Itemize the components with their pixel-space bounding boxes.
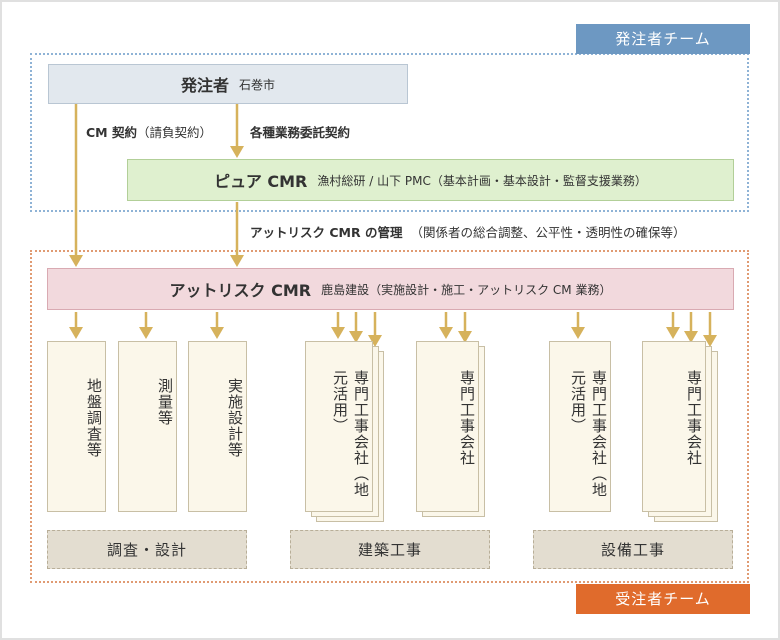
arrowhead-icon	[69, 255, 83, 267]
category-equipment-works: 設備工事	[533, 530, 733, 569]
contractor-team-label: 受注者チーム	[576, 584, 750, 614]
arrowhead-icon	[230, 146, 244, 158]
arrowhead-icon	[368, 335, 382, 347]
arrowhead-icon	[666, 327, 680, 339]
arrowhead-icon	[139, 327, 153, 339]
pure-cmr-detail: 漁村総研 / 山下 PMC（基本計画・基本設計・監督支援業務）	[317, 173, 647, 188]
arrowhead-icon	[439, 327, 453, 339]
category-survey-design: 調査・設計	[47, 530, 247, 569]
management-label: アットリスク CMR の管理 （関係者の総合調整、公平性・透明性の確保等）	[250, 222, 685, 241]
atrisk-cmr-title: アットリスク CMR	[169, 281, 312, 300]
atrisk-cmr-detail: 鹿島建設（実施設計・施工・アットリスク CM 業務）	[321, 282, 612, 297]
commission-contract-label: 各種業務委託契約	[250, 125, 351, 140]
arrowhead-icon	[349, 331, 363, 343]
card-building-contractor: 専門工事会社	[416, 341, 479, 512]
arrowhead-icon	[703, 335, 717, 347]
cm-contract-label: CM 契約（請負契約）	[86, 122, 212, 141]
arrowhead-icon	[458, 331, 472, 343]
card-equipment-local-contractor: 専門工事会社（地元活用）	[549, 341, 611, 512]
contractor-team-region	[30, 250, 749, 583]
card-detailed-design: 実施設計等	[188, 341, 247, 512]
category-building-works: 建築工事	[290, 530, 490, 569]
ordering-team-region	[30, 53, 749, 212]
management-main: アットリスク CMR の管理	[250, 225, 403, 240]
arrowhead-icon	[571, 327, 585, 339]
arrowhead-icon	[331, 327, 345, 339]
arrowhead-icon	[230, 255, 244, 267]
arrowhead-icon	[684, 331, 698, 343]
pure-cmr-box: ピュア CMR 漁村総研 / 山下 PMC（基本計画・基本設計・監督支援業務）	[127, 159, 734, 201]
atrisk-cmr-box: アットリスク CMR 鹿島建設（実施設計・施工・アットリスク CM 業務）	[47, 268, 734, 310]
card-building-local-contractor: 専門工事会社（地元活用）	[305, 341, 373, 512]
cm-contract-main: CM 契約	[86, 125, 137, 140]
card-equipment-contractor: 専門工事会社	[642, 341, 706, 512]
card-surveying: 測量等	[118, 341, 177, 512]
card-ground-survey: 地盤調査等	[47, 341, 106, 512]
cm-contract-sub: （請負契約）	[136, 125, 212, 140]
management-sub: （関係者の総合調整、公平性・透明性の確保等）	[410, 225, 686, 240]
pure-cmr-title: ピュア CMR	[214, 172, 308, 191]
owner-name: 石巻市	[239, 77, 276, 92]
ordering-team-label: 発注者チーム	[576, 24, 750, 54]
owner-box: 発注者 石巻市	[48, 64, 408, 104]
owner-title: 発注者	[180, 76, 229, 95]
arrowhead-icon	[69, 327, 83, 339]
arrowhead-icon	[210, 327, 224, 339]
